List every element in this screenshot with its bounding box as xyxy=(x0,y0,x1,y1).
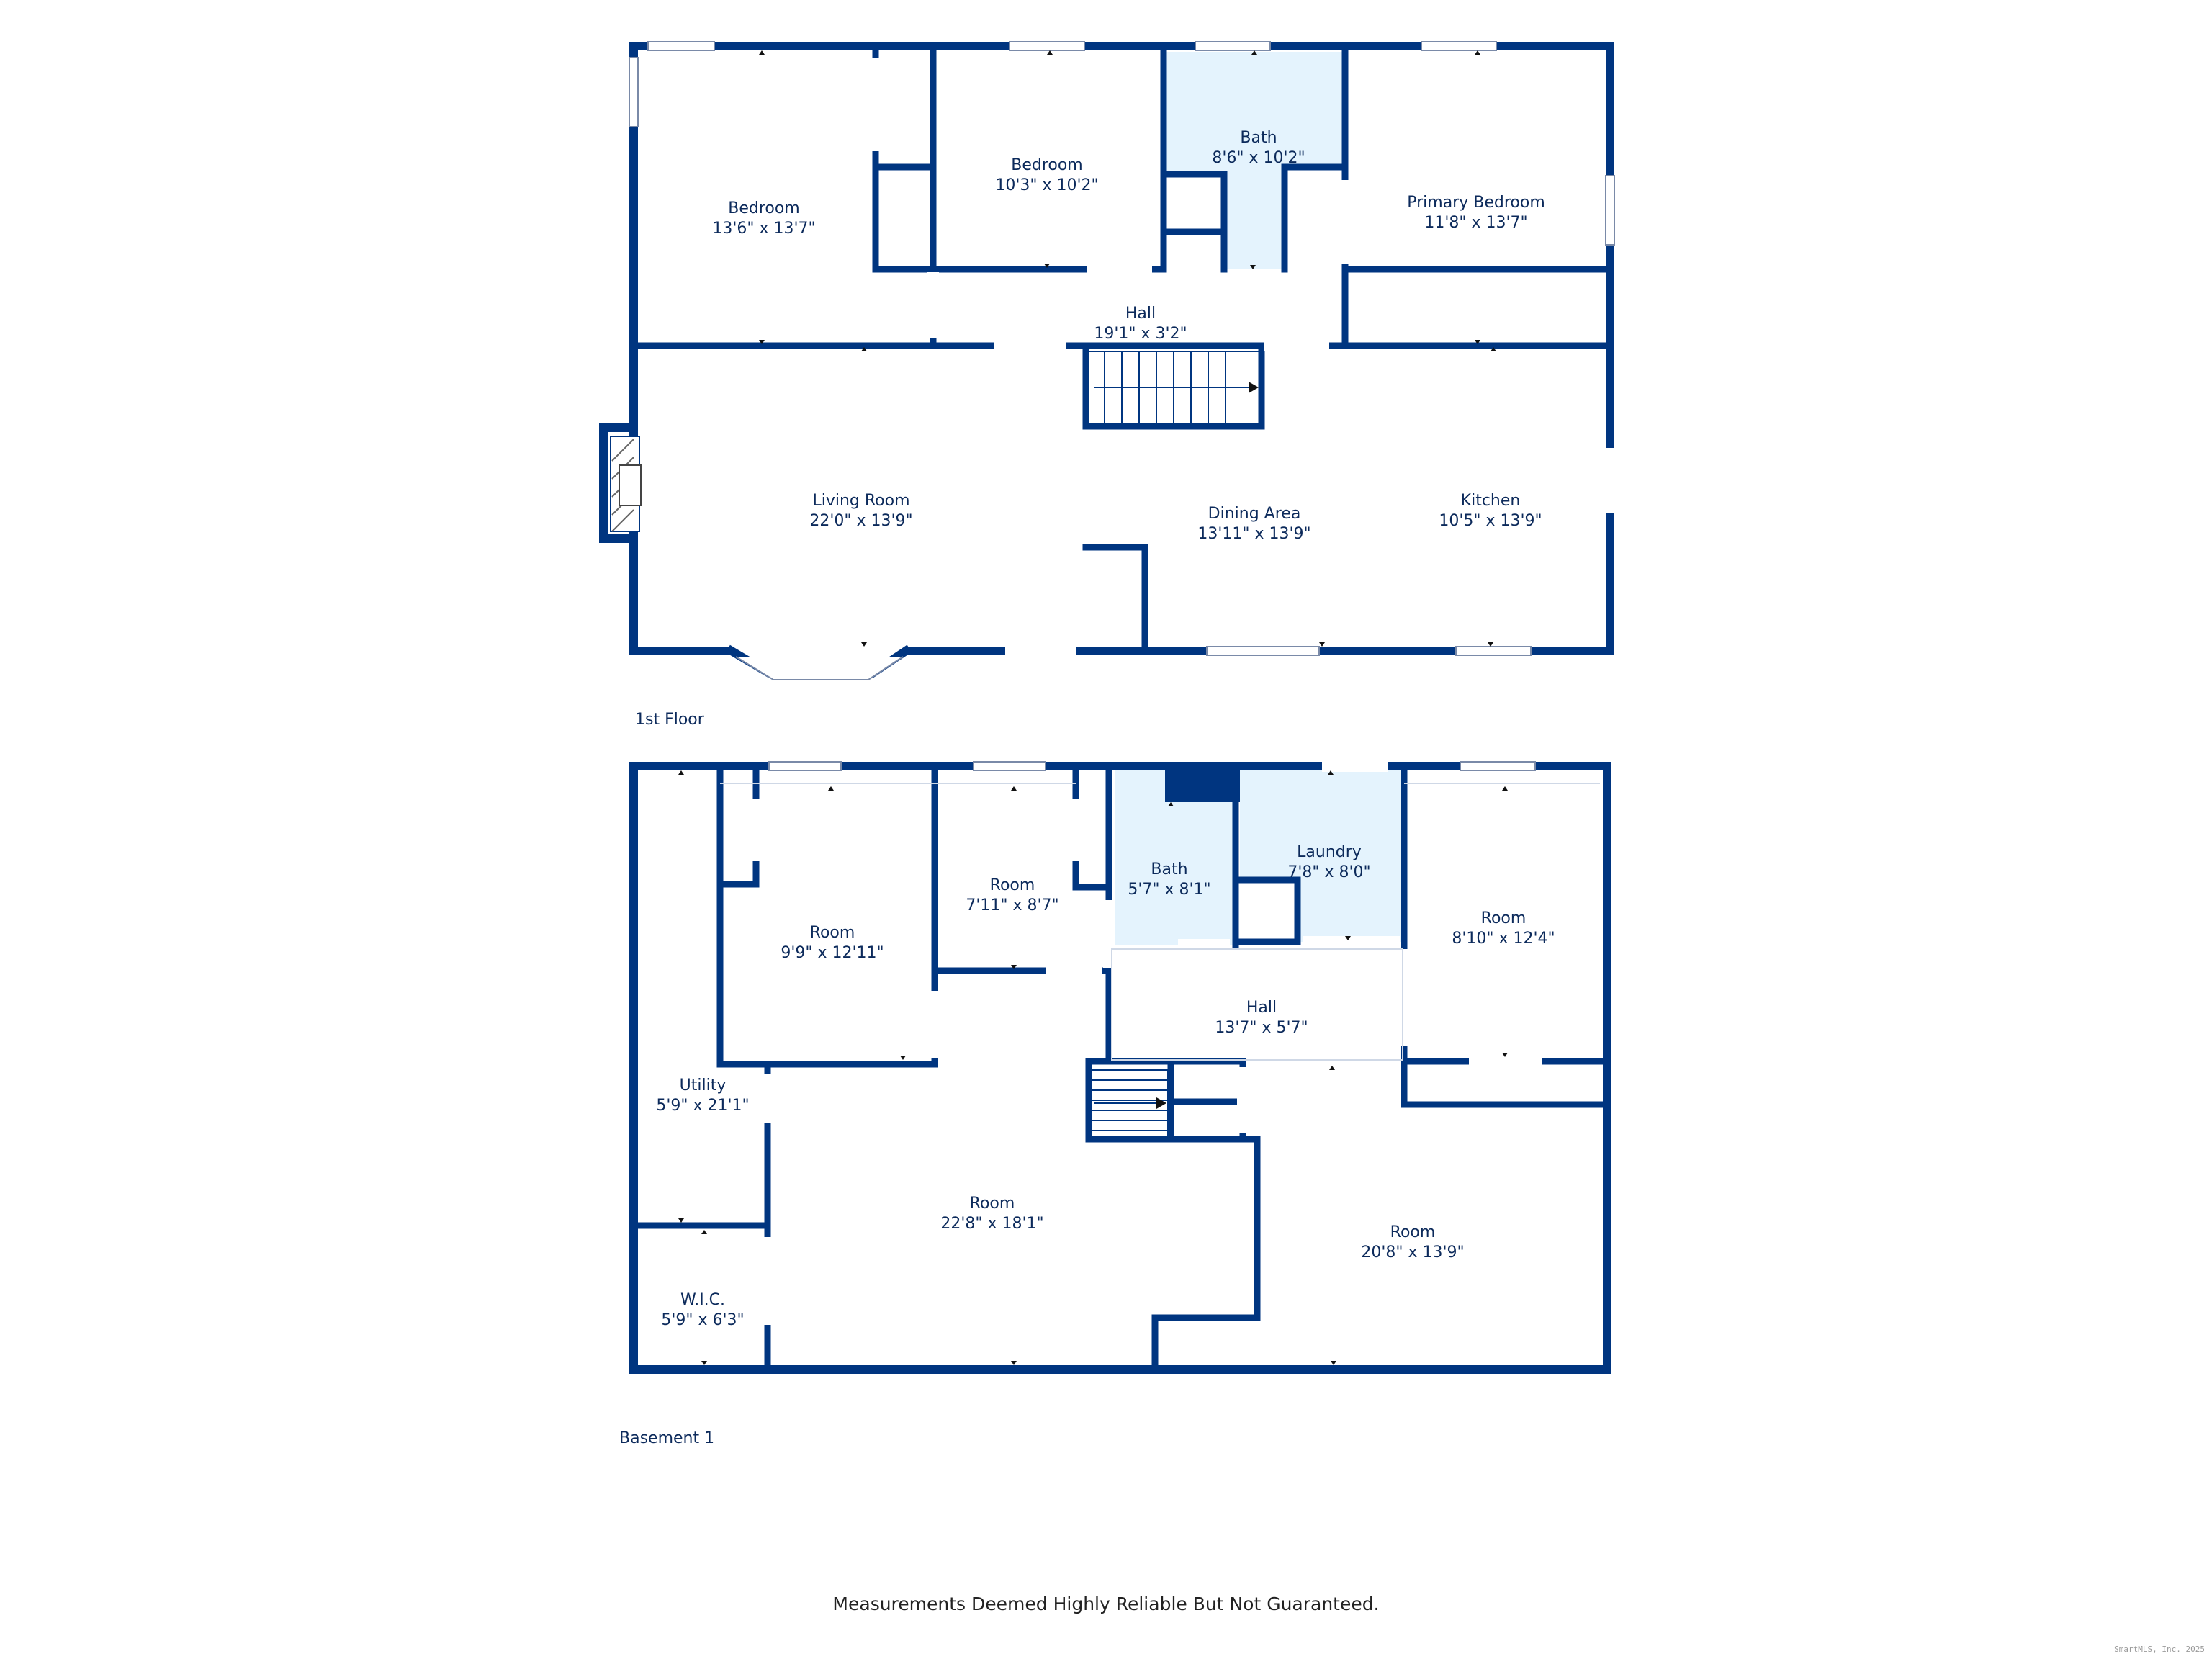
room-name: Bath xyxy=(1151,860,1187,878)
basement-exterior-wall xyxy=(629,762,1611,1374)
room-name: Bedroom xyxy=(1011,156,1083,174)
first-floor-bath-fill xyxy=(1164,52,1345,269)
basement-stairs xyxy=(1089,1069,1169,1137)
room-dims: 20'8" x 13'9" xyxy=(1361,1244,1464,1262)
basement-bath-fill xyxy=(1115,769,1236,945)
room-name: Laundry xyxy=(1297,843,1362,861)
room-dims: 8'6" x 10'2" xyxy=(1212,149,1305,167)
room-dims: 5'7" x 8'1" xyxy=(1128,881,1210,899)
floor-label: Basement 1 xyxy=(619,1429,714,1447)
basement-measure-ticks xyxy=(678,770,1508,1365)
bay-window xyxy=(735,656,904,680)
room-dims: 11'8" x 13'7" xyxy=(1424,214,1527,232)
basement-windows xyxy=(768,761,1536,771)
room-name: Bedroom xyxy=(728,199,800,217)
room-name: Dining Area xyxy=(1208,505,1301,523)
room-dims: 5'9" x 6'3" xyxy=(661,1311,744,1329)
chimney-block xyxy=(1165,766,1240,802)
first-floor-windows xyxy=(629,41,1615,656)
room-dims: 13'6" x 13'7" xyxy=(712,220,815,238)
room-name: Room xyxy=(1481,909,1527,927)
basement-room-labels: Room 9'9" x 12'11" Room 7'11" x 8'7" Bat… xyxy=(656,843,1555,1329)
room-dims: 22'8" x 18'1" xyxy=(940,1215,1043,1233)
room-dims: 5'9" x 21'1" xyxy=(656,1097,749,1115)
room-dims: 10'5" x 13'9" xyxy=(1439,512,1542,530)
basement-floor-plan: Room 9'9" x 12'11" Room 7'11" x 8'7" Bat… xyxy=(619,760,1611,1447)
fireplace-wall xyxy=(599,423,638,543)
basement-hall-outline xyxy=(720,783,1600,1061)
room-dims: 13'7" x 5'7" xyxy=(1215,1019,1308,1037)
room-name: Room xyxy=(810,924,855,942)
room-name: Primary Bedroom xyxy=(1407,194,1545,212)
basement-door-gaps xyxy=(750,760,1542,1325)
room-dims: 22'0" x 13'9" xyxy=(809,512,912,530)
room-dims: 9'9" x 12'11" xyxy=(781,944,884,962)
room-name: Room xyxy=(990,876,1035,894)
first-floor-measure-ticks xyxy=(759,50,1496,647)
room-name: Living Room xyxy=(812,492,909,510)
first-floor-plan: Bedroom 13'6" x 13'7" Bedroom 10'3" x 10… xyxy=(599,41,1616,729)
basement-laundry-fill xyxy=(1240,769,1404,942)
first-floor-door-gaps xyxy=(870,58,1616,657)
first-floor-interior-walls xyxy=(630,45,1614,652)
room-name: Room xyxy=(1390,1223,1436,1241)
room-dims: 10'3" x 10'2" xyxy=(995,176,1098,194)
room-name: Bath xyxy=(1240,129,1277,147)
room-name: Hall xyxy=(1246,999,1277,1017)
room-name: Kitchen xyxy=(1461,492,1521,510)
room-name: Room xyxy=(970,1195,1015,1213)
room-dims: 7'11" x 8'7" xyxy=(966,896,1058,914)
credit: SmartMLS, Inc. 2025 xyxy=(2114,1645,2205,1654)
room-name: Utility xyxy=(680,1076,727,1094)
first-floor-room-labels: Bedroom 13'6" x 13'7" Bedroom 10'3" x 10… xyxy=(712,129,1545,543)
room-dims: 8'10" x 12'4" xyxy=(1452,930,1555,948)
room-name: Hall xyxy=(1125,305,1156,323)
room-name: W.I.C. xyxy=(680,1291,725,1309)
room-dims: 7'8" x 8'0" xyxy=(1287,863,1370,881)
first-floor-stairs xyxy=(1087,351,1261,424)
room-dims: 19'1" x 3'2" xyxy=(1094,325,1187,343)
floor-label: 1st Floor xyxy=(635,711,705,729)
room-dims: 13'11" x 13'9" xyxy=(1197,525,1310,543)
disclaimer: Measurements Deemed Highly Reliable But … xyxy=(832,1593,1379,1614)
